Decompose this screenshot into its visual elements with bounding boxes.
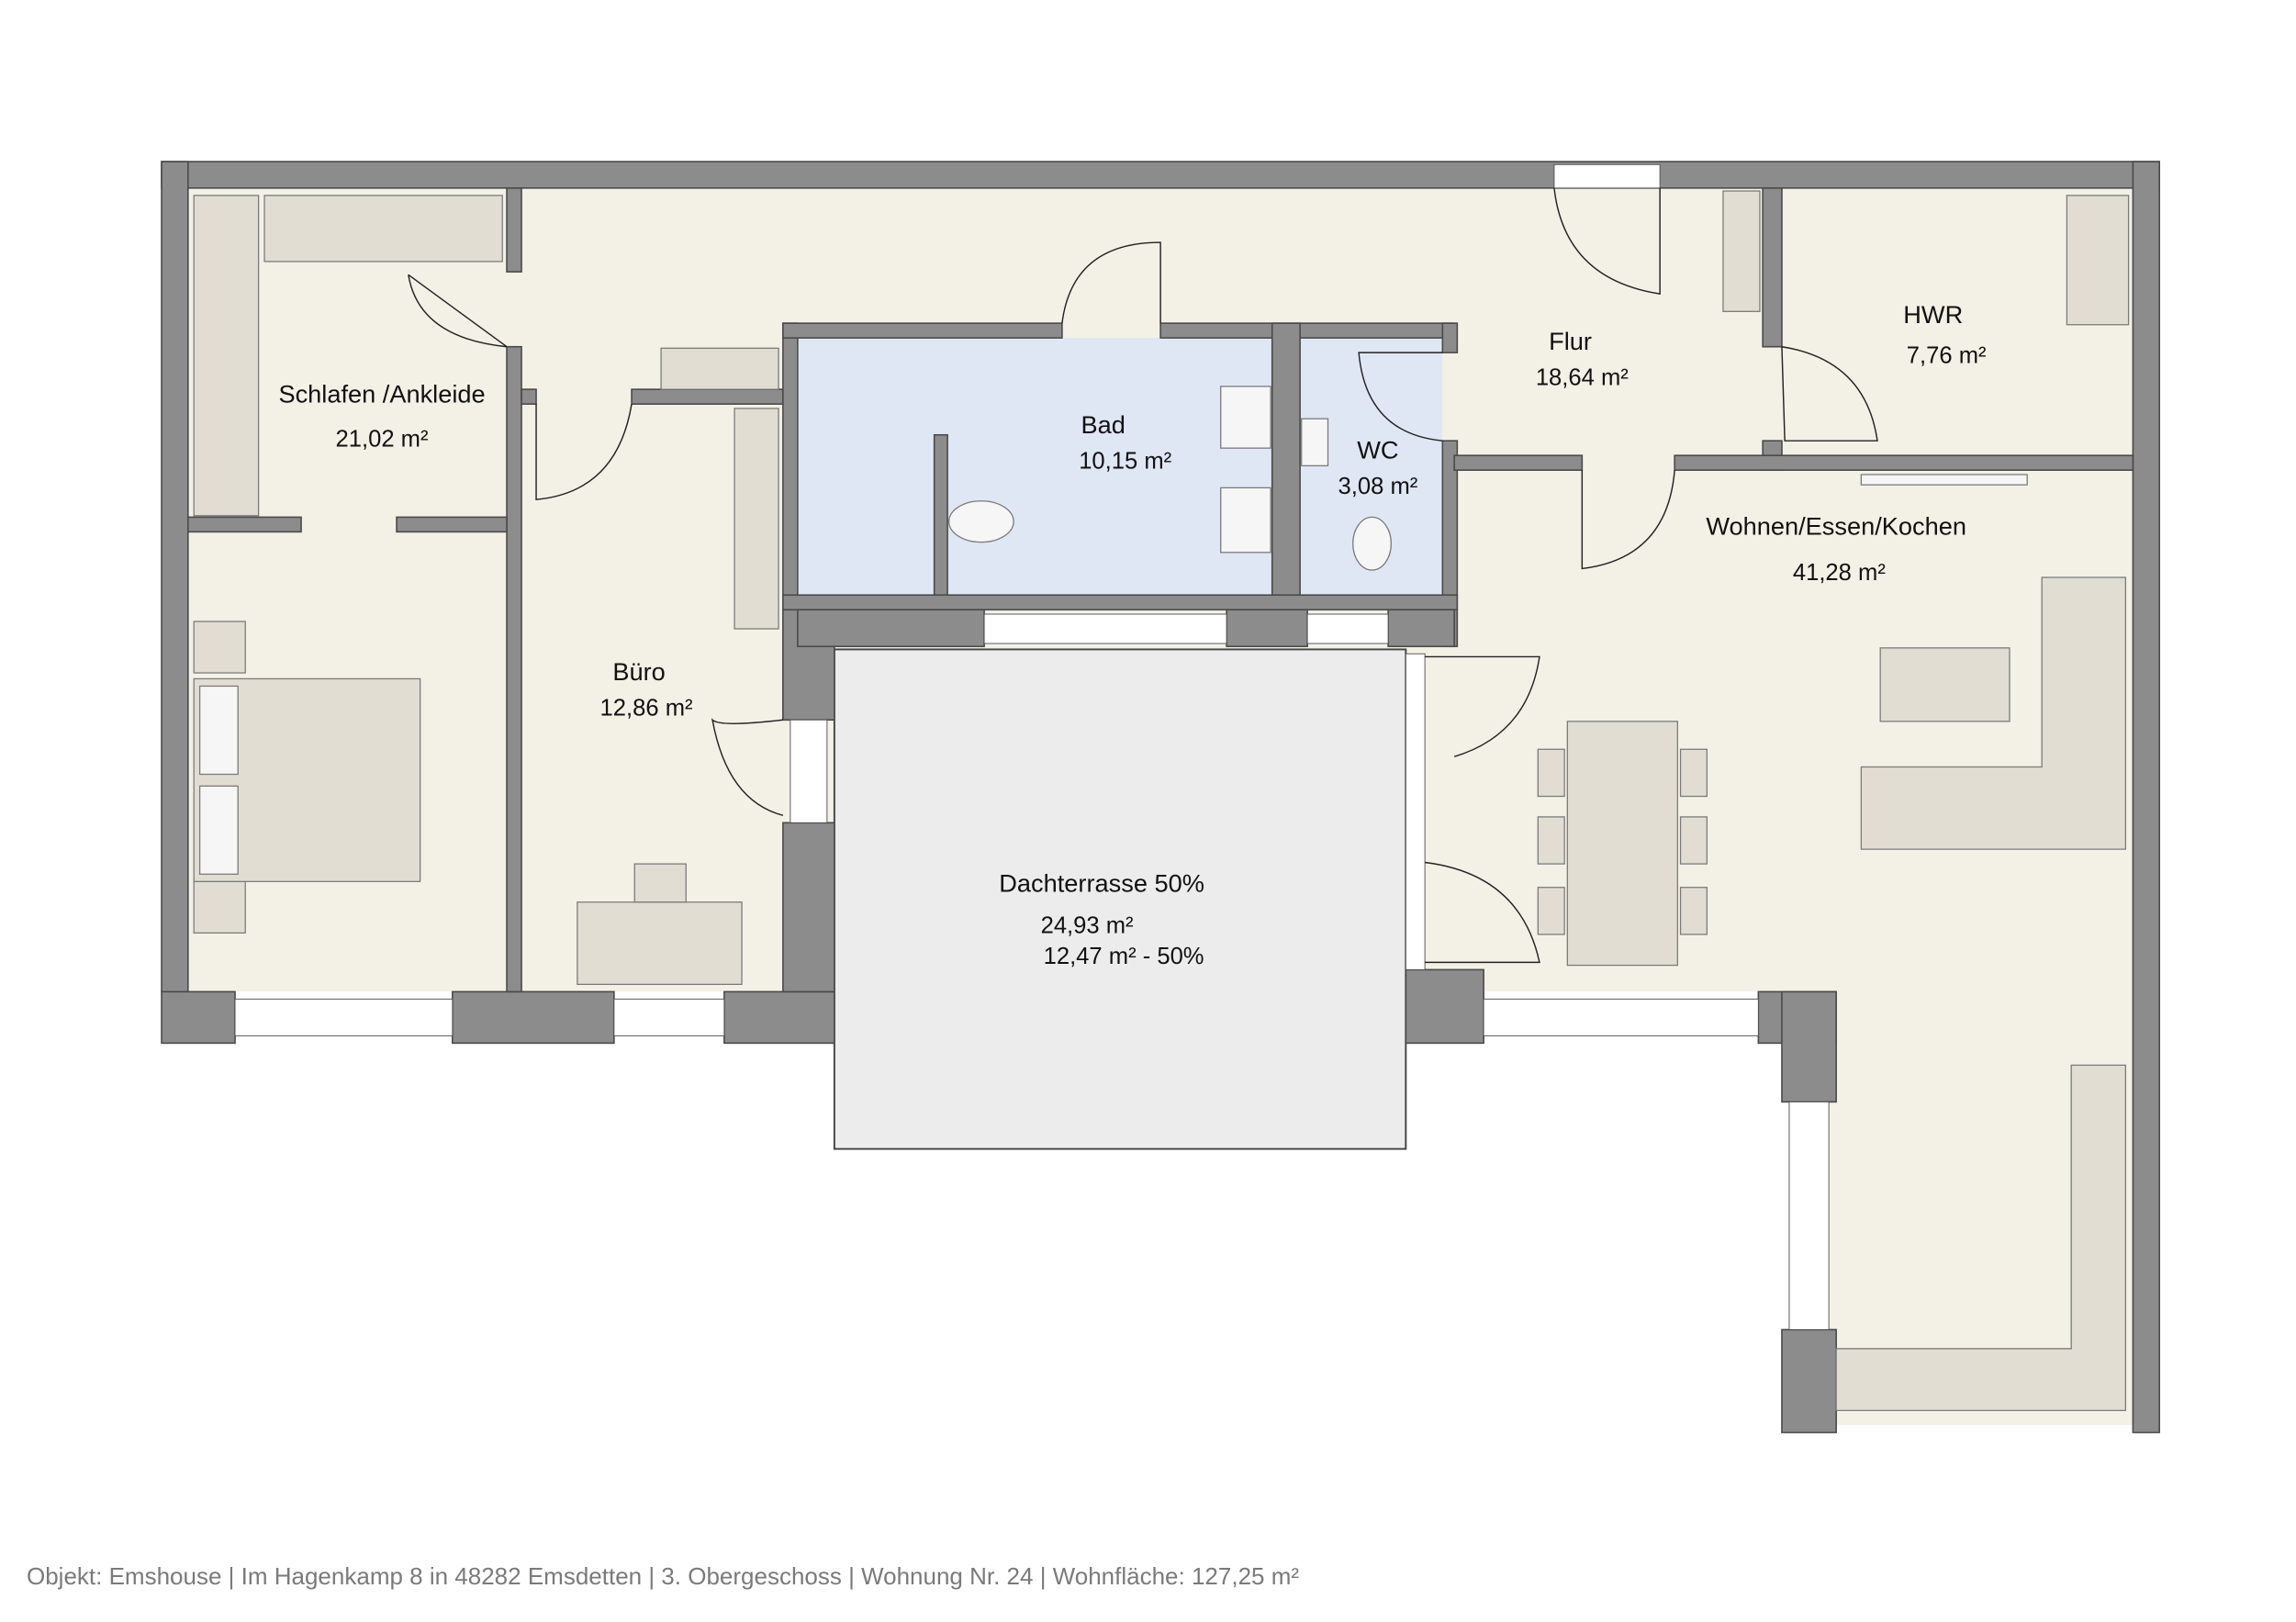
washbasin xyxy=(1220,386,1271,449)
door-wohnen xyxy=(1581,470,1675,570)
door-bad xyxy=(1061,241,1161,324)
shelf-hwr xyxy=(2066,195,2130,326)
dachterrasse-floor xyxy=(833,648,1407,1150)
wardrobe-buero xyxy=(734,408,779,630)
nightstand xyxy=(193,880,246,934)
room-area-buero: 12,86 m² xyxy=(600,695,693,721)
radiator xyxy=(1860,474,2028,486)
room-area-bad: 10,15 m² xyxy=(1079,449,1171,475)
room-name-bad: Bad xyxy=(1081,410,1126,439)
room-name-wc: WC xyxy=(1357,435,1398,464)
wardrobe-top xyxy=(263,195,503,263)
washbasin xyxy=(1220,487,1271,554)
coffee-table xyxy=(1879,647,2010,722)
bad-floor xyxy=(797,338,1272,596)
room-area-flur: 18,64 m² xyxy=(1536,364,1629,390)
furniture xyxy=(193,190,2130,1412)
door-hwr xyxy=(1781,346,1878,442)
toilet-wc xyxy=(1352,516,1392,571)
desk xyxy=(577,901,743,986)
dining-table xyxy=(1566,721,1678,967)
nightstand xyxy=(193,621,246,674)
sofa xyxy=(1860,576,2127,850)
door-terrace-1 xyxy=(1425,655,1540,757)
room-name-wohnen: Wohnen/Essen/Kochen xyxy=(1706,512,1966,541)
room-labels: Schlafen /Ankleide 21,02 m² Büro 12,86 m… xyxy=(278,300,1987,969)
room-name-buero: Büro xyxy=(612,657,665,686)
door-terrace-2 xyxy=(1425,861,1540,964)
door-entrance xyxy=(1553,187,1661,295)
room-area-wohnen: 41,28 m² xyxy=(1793,560,1886,586)
floors xyxy=(187,187,2134,1426)
room-area-wc: 3,08 m² xyxy=(1338,474,1418,499)
windows xyxy=(234,163,1830,1330)
desk-chair xyxy=(633,863,687,903)
wardrobe-left xyxy=(193,195,260,517)
washbasin-wc xyxy=(1301,418,1329,467)
room-name-hwr: HWR xyxy=(1903,300,1963,329)
room-area-terrasse-counted: 12,47 m² - 50% xyxy=(1044,944,1204,969)
walls xyxy=(161,161,2160,1434)
door-buero-terrasse xyxy=(711,718,784,816)
shelf-flur-right xyxy=(1722,190,1761,312)
footer-info: Objekt: Emshouse | Im Hagenkamp 8 in 482… xyxy=(27,1562,1300,1590)
room-name-terrasse: Dachterrasse 50% xyxy=(999,869,1204,898)
room-area-hwr: 7,76 m² xyxy=(1907,342,1987,368)
kitchen-counter xyxy=(1835,1064,2127,1412)
door-schlafen xyxy=(408,274,508,348)
room-name-flur: Flur xyxy=(1549,327,1592,355)
room-area-schlafen: 21,02 m² xyxy=(336,427,429,453)
room-name-schlafen: Schlafen /Ankleide xyxy=(278,380,485,408)
doors xyxy=(408,187,1878,964)
room-area-terrasse: 24,93 m² xyxy=(1041,912,1134,938)
entrance-opening xyxy=(1553,163,1661,189)
toilet xyxy=(948,500,1014,543)
door-wc xyxy=(1358,352,1443,442)
shelf-flur xyxy=(660,347,779,390)
door-buero xyxy=(535,404,633,500)
